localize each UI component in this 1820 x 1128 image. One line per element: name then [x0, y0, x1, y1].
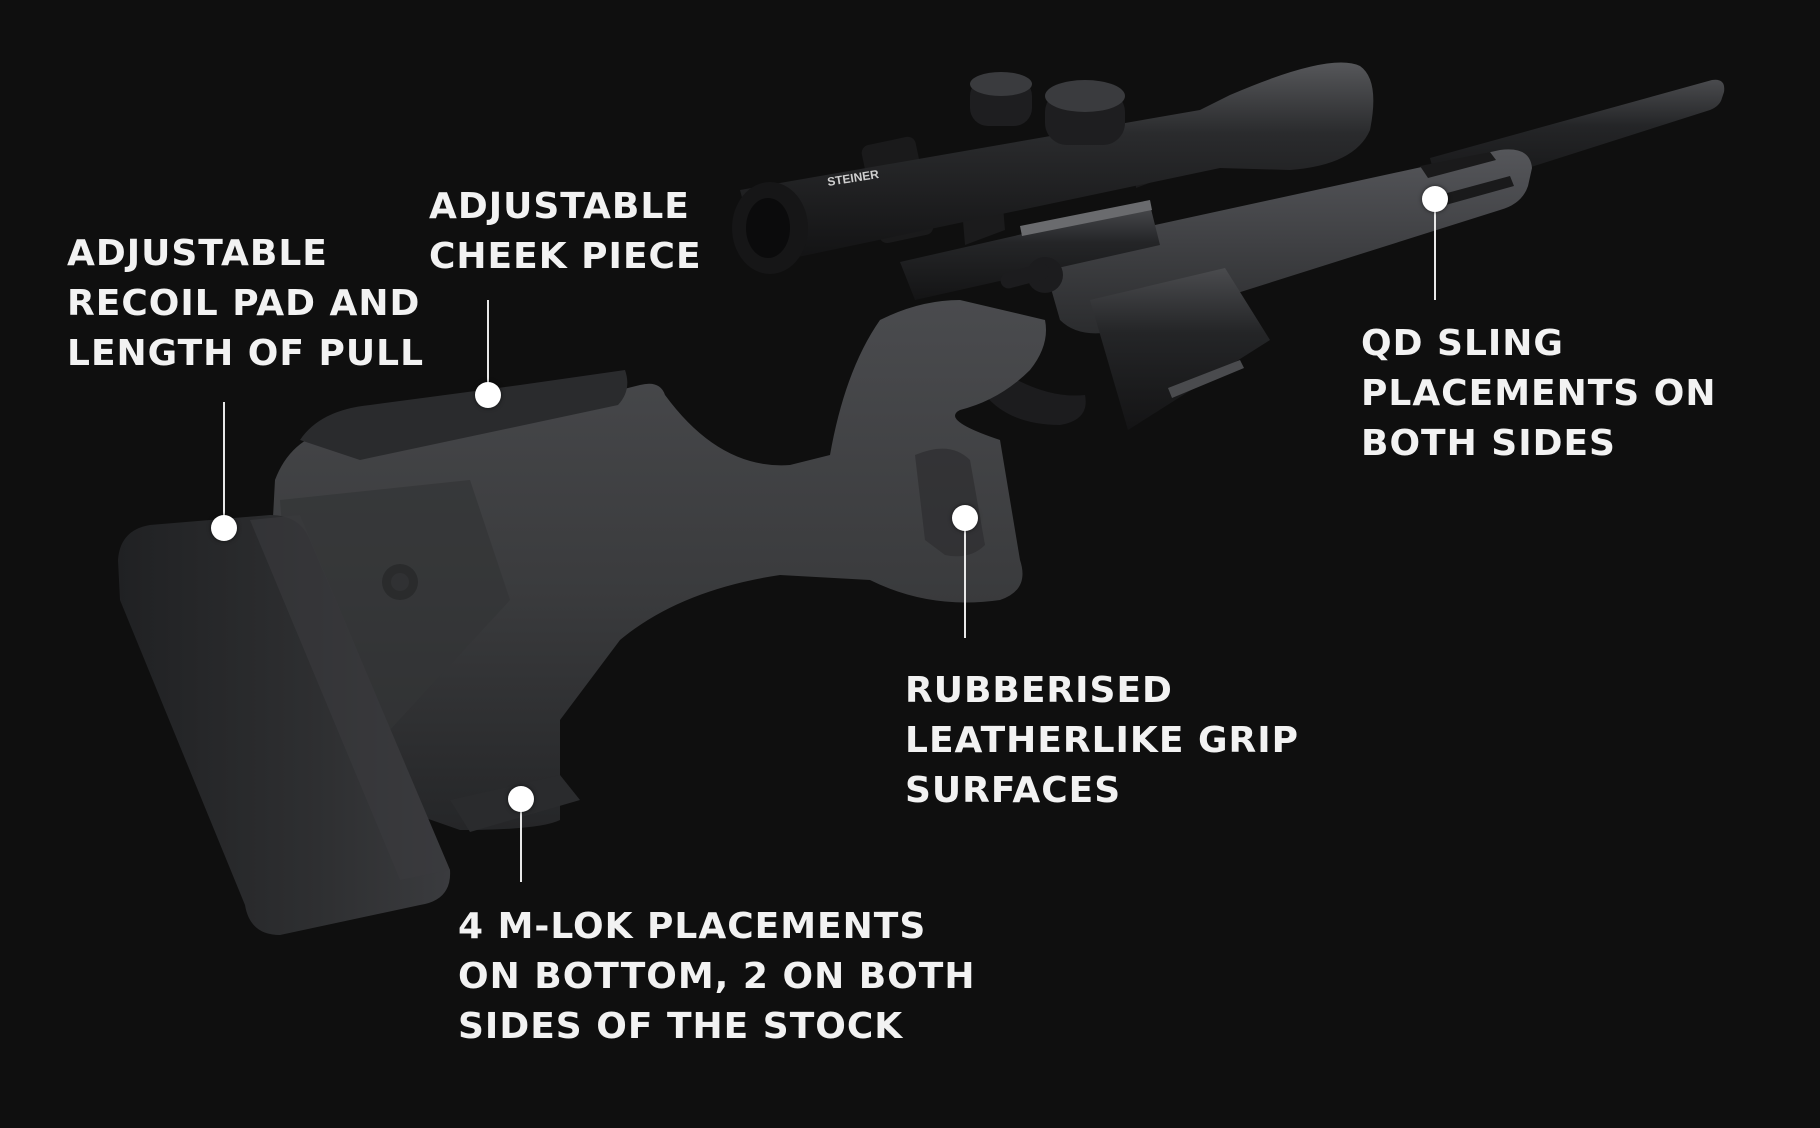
riflescope: STEINER: [732, 62, 1374, 274]
callout-recoil-pad-line-2: RECOIL PAD AND: [67, 283, 421, 324]
callout-recoil-pad-marker[interactable]: [211, 515, 237, 541]
callout-cheek-piece-marker[interactable]: [475, 382, 501, 408]
callout-mlok-label: 4 M-LOK PLACEMENTS ON BOTTOM, 2 ON BOTH …: [458, 902, 975, 1052]
callout-qd-sling-marker[interactable]: [1422, 186, 1448, 212]
callout-grip-surfaces-line-3: SURFACES: [905, 770, 1122, 811]
callout-mlok-marker[interactable]: [508, 786, 534, 812]
callout-cheek-piece-line-2: CHEEK PIECE: [429, 236, 702, 277]
callout-recoil-pad-line-3: LENGTH OF PULL: [67, 333, 425, 374]
callout-grip-surfaces-leader: [964, 520, 966, 638]
recoil-pad: [118, 515, 451, 935]
callout-mlok-line-2: ON BOTTOM, 2 ON BOTH: [458, 956, 976, 997]
callout-cheek-piece-leader: [487, 300, 489, 395]
callout-cheek-piece-label: ADJUSTABLE CHEEK PIECE: [429, 182, 702, 282]
callout-qd-sling-label: QD SLING PLACEMENTS ON BOTH SIDES: [1361, 319, 1717, 469]
callout-recoil-pad-line-1: ADJUSTABLE: [67, 233, 328, 274]
callout-grip-surfaces-line-2: LEATHERLIKE GRIP: [905, 720, 1299, 761]
magazine: [1090, 268, 1270, 430]
callout-recoil-pad-label: ADJUSTABLE RECOIL PAD AND LENGTH OF PULL: [67, 229, 424, 379]
callout-mlok-line-1: 4 M-LOK PLACEMENTS: [458, 906, 927, 947]
callout-mlok-line-3: SIDES OF THE STOCK: [458, 1006, 904, 1047]
callout-qd-sling-line-2: PLACEMENTS ON: [1361, 373, 1717, 414]
callout-qd-sling-line-3: BOTH SIDES: [1361, 423, 1616, 464]
callout-cheek-piece-line-1: ADJUSTABLE: [429, 186, 690, 227]
action: [900, 200, 1160, 300]
callout-grip-surfaces-line-1: RUBBERISED: [905, 670, 1173, 711]
callout-qd-sling-line-1: QD SLING: [1361, 323, 1564, 364]
callout-qd-sling-leader: [1434, 200, 1436, 300]
callout-grip-surfaces-label: RUBBERISED LEATHERLIKE GRIP SURFACES: [905, 666, 1299, 816]
callout-recoil-pad-leader: [223, 402, 225, 528]
callout-mlok-leader: [520, 800, 522, 882]
callout-grip-surfaces-marker[interactable]: [952, 505, 978, 531]
